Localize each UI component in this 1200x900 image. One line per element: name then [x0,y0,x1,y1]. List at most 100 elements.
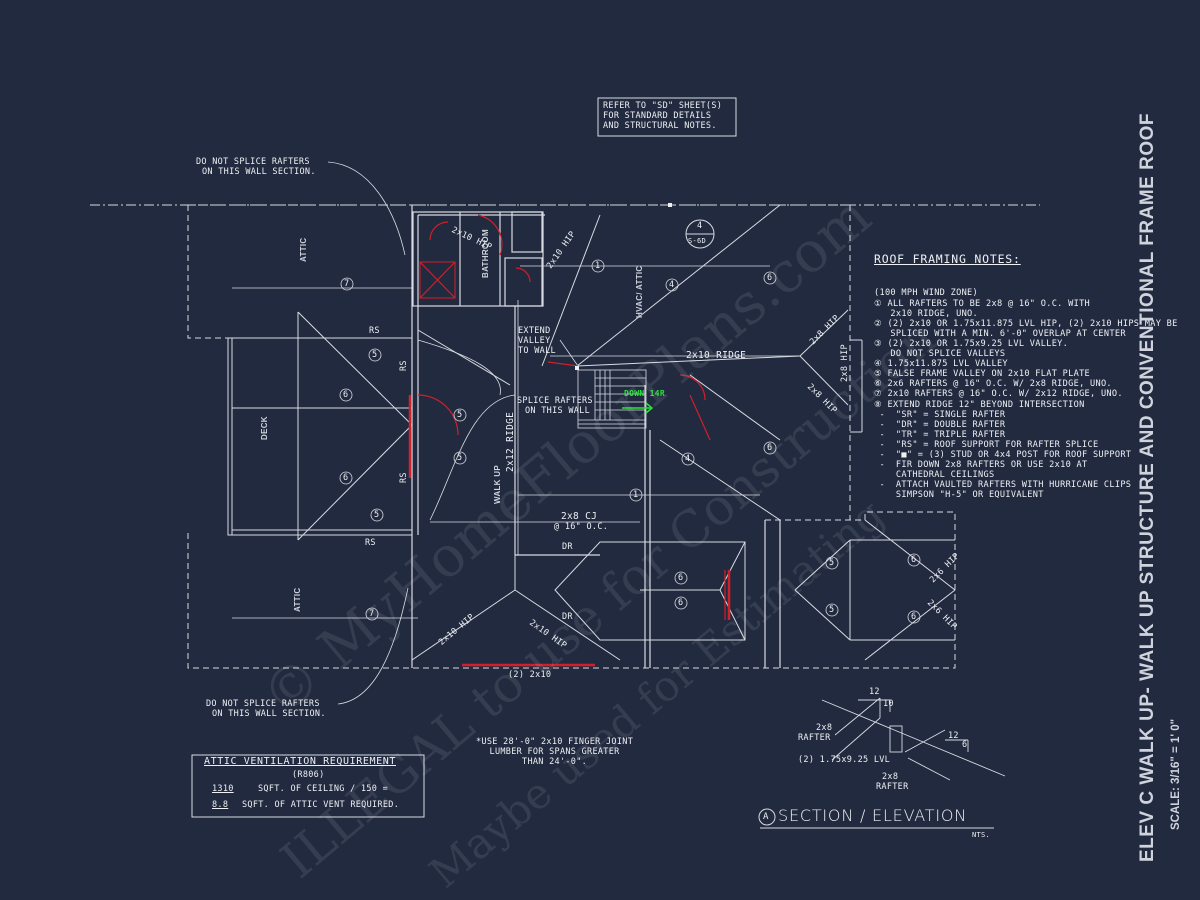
label-rs-left-b: RS [399,472,409,483]
roof-note-line: - FIR DOWN 2x8 RAFTERS OR USE 2x10 AT [874,460,1088,471]
attic-vent-text: SQFT. OF ATTIC VENT REQUIRED. [242,800,400,810]
red-walls [408,395,731,667]
section-letter: A [763,812,769,822]
roof-note-line: DO NOT SPLICE VALLEYS [874,349,1006,360]
callout-6-e: 6 [678,573,684,583]
section-detail [821,697,1006,781]
room-label-bathroom: BATHROOM [481,229,490,278]
roof-note-line: ⑦ 2x10 RAFTERS @ 16" O.C. W/ 2x12 RIDGE,… [874,389,1123,400]
roof-note-line: ② (2) 2x10 OR 1.75x11.875 LVL HIP, (2) 2… [874,318,1178,329]
roof-notes-title: ROOF FRAMING NOTES: [874,252,1021,267]
sheet-title: ELEV C WALK UP- WALK UP STRUCTURE AND CO… [1137,113,1158,862]
shower [419,261,456,299]
refer-sd-box [597,97,737,137]
room-label-deck: DECK [260,416,269,440]
label-dr-top: DR [562,542,573,552]
refer-sd-note: REFER TO "SD" SHEET(S)FOR STANDARD DETAI… [603,101,723,131]
pitch-12a: 12 [869,687,880,697]
roof-note-line: - "■" = (3) STUD OR 4x4 POST FOR ROOF SU… [874,449,1132,460]
attic-vent-value: 8.8 [212,800,229,810]
label-rs-bottom: RS [365,538,376,548]
callout-5-c: 5 [457,410,463,420]
roof-note-line: (100 MPH WIND ZONE) [874,288,979,299]
callout-1-mid: 1 [633,490,639,500]
roof-notes-lines: (100 MPH WIND ZONE)① ALL RAFTERS TO BE 2… [874,288,1178,500]
roof-note-line: - "DR" = DOUBLE RAFTER [874,419,1006,430]
section-lvl: (2) 1.75x9.25 LVL [798,755,891,765]
roof-note-line: ① ALL RAFTERS TO BE 2x8 @ 16" O.C. WITH [874,298,1091,309]
callout-7-top: 7 [344,279,350,289]
roof-note-line: ⑤ FALSE FRAME VALLEY ON 2x10 FLAT PLATE [874,369,1091,380]
door-swings [417,214,726,620]
callout-6-d: 6 [343,473,349,483]
roof-note-line: - "RS" = ROOF SUPPORT FOR RAFTER SPLICE [874,439,1099,450]
span-arrows [232,265,800,619]
marker-sheet: S-6D [688,237,707,245]
callout-4-a: 4 [669,280,675,290]
callout-6-g: 6 [911,555,917,565]
walls [411,205,781,668]
roof-framing-notes: ROOF FRAMING NOTES: (100 MPH WIND ZONE)①… [874,234,1178,511]
callout-5-a: 5 [372,350,378,360]
label-rs-top: RS [369,326,380,336]
attic-vent-code: (R806) [292,770,325,780]
section-title: SECTION / ELEVATION [778,806,968,825]
roof-note-line: ④ 1.75x11.875 LVL VALLEY [874,359,1008,370]
room-label-hvac-attic: HVAC/ ATTIC [635,265,644,318]
callout-4-b: 4 [685,454,691,464]
callout-6-a: 6 [767,273,773,283]
roof-note-line: SPLICED WITH A MIN. 6'-0" OVERLAP AT CEN… [874,328,1126,339]
room-label-down: DOWN 14R [624,389,665,398]
pitch-6: 6 [962,740,968,750]
stair [577,369,647,429]
roof-note-line: SIMPSON "H-5" OR EQUIVALENT [874,490,1044,501]
down-arrow [622,402,654,414]
callout-5-e: 5 [829,558,835,568]
roof-note-line: - "SR" = SINGLE RAFTER [874,409,1006,420]
label-dr-bottom: DR [562,612,573,622]
attic-vent-box [191,754,425,818]
callout-6-b: 6 [767,443,773,453]
roof-perimeter [187,204,956,669]
attic-vent-ceiling-text: SQFT. OF CEILING / 150 = [258,784,389,794]
label-cj-oc: @ 16" O.C. [554,522,609,532]
roof-note-line: ③ (2) 2x10 OR 1.75x9.25 LVL VALLEY. [874,338,1069,349]
hips-valleys [232,204,956,661]
attic-vent-title: ATTIC VENTILATION REQUIREMENT [204,756,396,767]
roof-note-line: - "TR" = TRIPLE RAFTER [874,429,1006,440]
roof-note-line: CATHEDRAL CEILINGS [874,470,995,481]
pitch-12b: 12 [948,731,959,741]
roof-note-line: ⑥ 2x6 RAFTERS @ 16" O.C. W/ 2x8 RIDGE, U… [874,379,1112,390]
callout-7-bottom: 7 [369,609,375,619]
pitch-10: 10 [883,699,894,709]
callout-5-b: 5 [374,510,380,520]
callout-6-c: 6 [343,390,349,400]
deck-edge [227,337,233,536]
label-ridge-2x10: 2x10 RIDGE [686,350,747,361]
section-nts: NTS. [972,831,991,839]
room-label-attic-top: ATTIC [299,237,308,262]
callout-6-f: 6 [678,598,684,608]
roof-note-line: ⑧ EXTEND RIDGE 12" BEYOND INTERSECTION [874,399,1085,410]
marker-number: 4 [697,221,703,231]
attic-vent-ceiling-value: 1310 [212,784,234,794]
room-label-attic-bottom: ATTIC [293,587,302,612]
label-cj: 2x8 CJ [561,511,598,522]
roof-note-line: - ATTACH VAULTED RAFTERS WITH HURRICANE … [874,480,1132,491]
callout-6-h: 6 [911,612,917,622]
callout-1-top: 1 [595,261,601,271]
callout-5-f: 5 [829,605,835,615]
callout-5-d: 5 [457,453,463,463]
label-rs-left-a: RS [399,360,409,371]
roof-note-line: 2x10 RIDGE, UNO. [874,308,979,319]
section-title-circle [758,808,776,826]
